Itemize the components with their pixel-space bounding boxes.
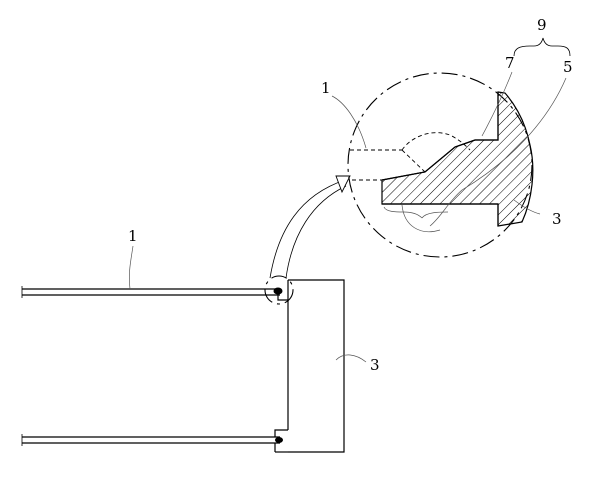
sealant-bottom bbox=[275, 437, 283, 443]
detail-arrow bbox=[270, 176, 350, 278]
sealant-top bbox=[274, 288, 283, 295]
detail-view bbox=[348, 73, 533, 257]
label-1-detail-text: 1 bbox=[321, 79, 331, 97]
label-1-main: 1 bbox=[128, 227, 138, 289]
label-5-text: 5 bbox=[563, 58, 573, 76]
detail-frame-section bbox=[382, 92, 533, 226]
glass-panel-bottom bbox=[22, 434, 280, 446]
label-3-main: 3 bbox=[336, 355, 380, 374]
label-3-detail-text: 3 bbox=[552, 210, 562, 228]
label-7-text: 7 bbox=[505, 54, 515, 72]
label-9: 9 bbox=[514, 16, 570, 56]
label-9-text: 9 bbox=[537, 16, 547, 34]
label-3-main-text: 3 bbox=[370, 356, 380, 374]
glass-panel-top bbox=[22, 286, 280, 298]
label-1-detail: 1 bbox=[321, 79, 366, 148]
label-1-main-text: 1 bbox=[128, 227, 138, 245]
frame-member bbox=[275, 280, 344, 452]
